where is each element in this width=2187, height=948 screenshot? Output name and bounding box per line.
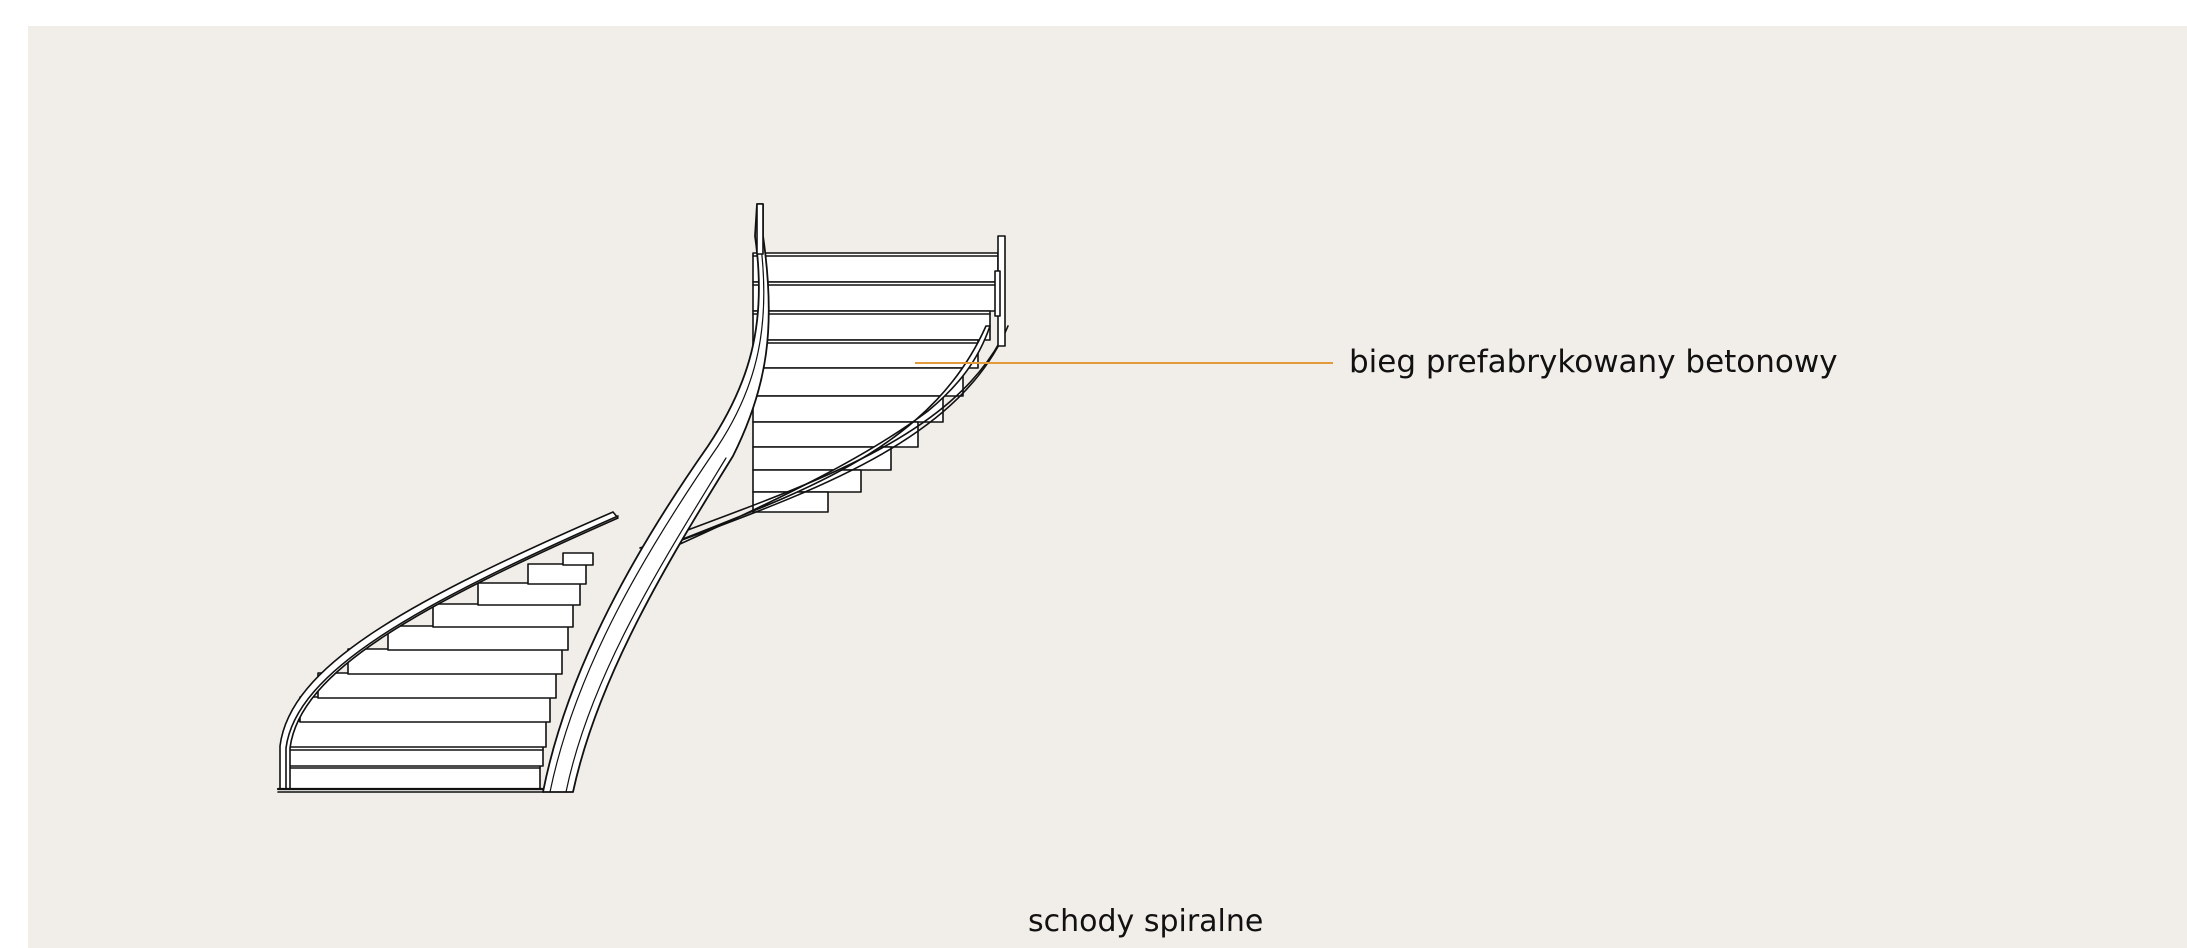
spiral-staircase-drawing: [276, 203, 1333, 793]
lower-flight-treads: [287, 552, 594, 790]
callout-label: bieg prefabrykowany betonowy: [1349, 344, 1838, 380]
drawing-caption: schody spiralne: [1028, 904, 1264, 939]
lower-outer-stringer: [279, 511, 619, 790]
upper-flight-treads: [752, 252, 999, 513]
upper-outer-stringer: [639, 325, 991, 563]
drawing-sheet: bieg prefabrykowany betonowy schody spir…: [28, 26, 2187, 948]
central-helix-band: [542, 203, 770, 793]
